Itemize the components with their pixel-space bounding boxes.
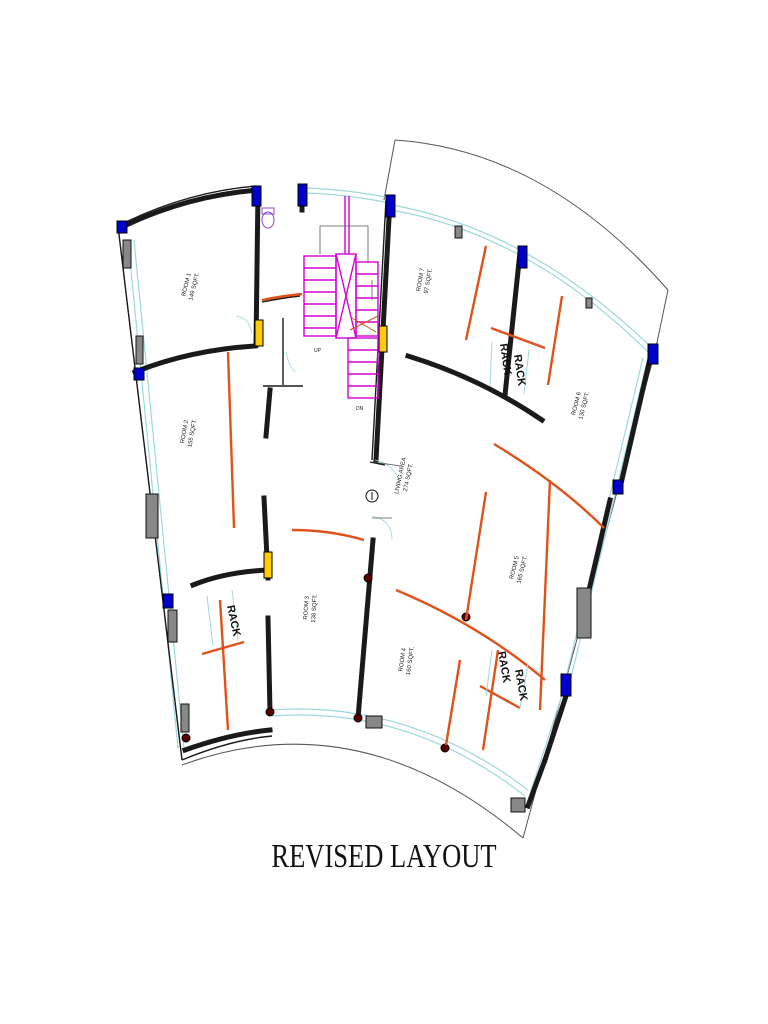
door-swings — [235, 315, 401, 541]
thin-walls — [117, 185, 387, 761]
rack-label: RACK — [497, 343, 513, 376]
room-1-name: ROOM 1 — [181, 272, 193, 297]
room-7-area: 97 SQFT. — [424, 268, 434, 294]
outer-boundary — [117, 139, 669, 839]
room-4-area: 160 SQFT. — [406, 646, 416, 676]
room-6-name: ROOM 6 — [571, 391, 583, 416]
stair-arrow — [349, 315, 379, 333]
room-4-name: ROOM 4 — [398, 647, 407, 672]
hatched-columns — [122, 225, 593, 813]
yellow-columns — [254, 319, 388, 579]
stair-up-label: UP — [314, 348, 322, 354]
wash-basin — [261, 207, 275, 229]
rack-label: RACK — [511, 354, 527, 387]
round-columns — [181, 573, 471, 753]
windows — [127, 187, 653, 801]
room-7-name: ROOM 7 — [416, 267, 426, 292]
room-2-name: ROOM 2 — [180, 419, 190, 444]
rack-label: RACK — [495, 650, 512, 683]
rack-label: RACK — [512, 668, 529, 701]
room-3-name: ROOM 3 — [303, 595, 311, 620]
living-area-area: 274 SQFT. — [403, 462, 415, 492]
partitions — [201, 245, 605, 751]
layout-title: REVISED LAYOUT — [271, 838, 497, 875]
entry-marker — [365, 489, 379, 503]
rack-label: RACK — [224, 604, 242, 638]
blue-columns — [116, 183, 659, 697]
room-5-name: ROOM 5 — [509, 555, 521, 580]
rack-outlines — [206, 341, 530, 709]
stair-down-label: DN — [356, 406, 364, 412]
stair-enclosure — [319, 225, 373, 300]
room-2-area: 155 SQFT. — [187, 418, 198, 448]
door-leaves — [372, 461, 401, 519]
room-3-area: 138 SQFT. — [311, 594, 319, 623]
